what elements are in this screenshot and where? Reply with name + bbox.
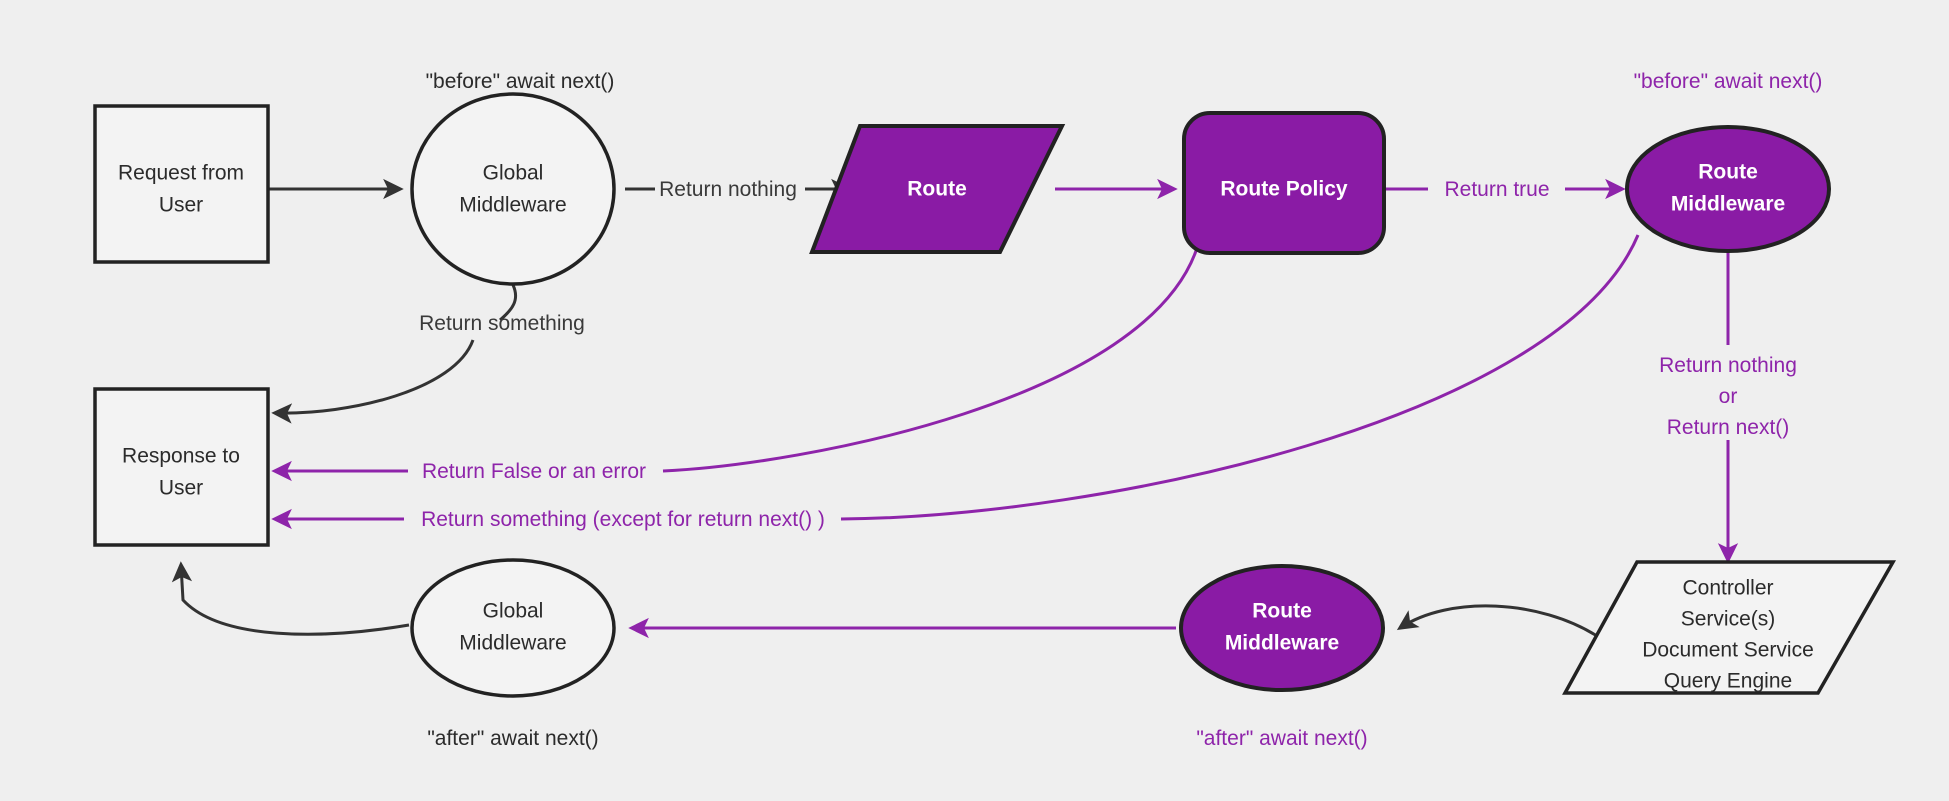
edge-return-something-to-response (271, 339, 475, 424)
node-route-middleware-bottom-label-line1: Route (1252, 600, 1312, 623)
node-controller-label-line4: Query Engine (1664, 670, 1792, 693)
edge-label-return-nothing-or-next-line2: or (1719, 385, 1738, 408)
edge-controller-to-route-middleware-bottom (1396, 604, 1598, 638)
node-route-middleware-bottom[interactable]: Route Middleware (1179, 564, 1385, 692)
node-request-label-line1: Request from (118, 162, 244, 185)
annotation-after-await-next-route: "after" await next() (1196, 727, 1367, 750)
node-global-middleware-top-label-line1: Global (483, 162, 544, 185)
edge-global-middleware-bottom-to-response (171, 561, 410, 636)
edge-label-return-true: Return true (1444, 178, 1549, 201)
node-global-middleware-bottom-label-line2: Middleware (459, 632, 566, 655)
edge-label-return-something-except: Return something (except for return next… (421, 508, 825, 531)
node-controller-label-line1: Controller (1682, 577, 1773, 600)
node-request-label-line2: User (159, 194, 203, 217)
node-route-middleware-top-label-line1: Route (1698, 161, 1758, 184)
node-global-middleware-bottom[interactable]: Global Middleware (410, 558, 616, 698)
edge-return-something-except-curve (840, 234, 1640, 521)
node-route-label: Route (907, 178, 967, 201)
node-route-policy[interactable]: Route Policy (1182, 111, 1386, 255)
edge-return-false-curve (662, 244, 1200, 473)
node-route-middleware-top[interactable]: Route Middleware (1625, 125, 1831, 253)
node-route-middleware-top-label-line2: Middleware (1671, 193, 1785, 216)
edge-label-return-nothing-or-next-line1: Return nothing (1659, 354, 1797, 377)
node-route[interactable]: Route (809, 124, 1066, 254)
node-global-middleware-bottom-label-line1: Global (483, 600, 544, 623)
edge-label-return-false-or-error: Return False or an error (422, 460, 646, 483)
node-response-to-user[interactable]: Response to User (93, 387, 270, 547)
node-controller-label-line3: Document Service (1642, 639, 1814, 662)
edge-label-return-nothing-or-next-line3: Return next() (1667, 416, 1790, 439)
node-route-middleware-bottom-label-line2: Middleware (1225, 632, 1339, 655)
node-controller[interactable]: Controller Service(s) Document Service Q… (1562, 560, 1897, 695)
node-response-label-line1: Response to (122, 445, 240, 468)
node-request-from-user[interactable]: Request from User (93, 104, 270, 264)
annotation-before-await-next-global: "before" await next() (426, 70, 615, 93)
node-global-middleware-top-label-line2: Middleware (459, 194, 566, 217)
edge-return-something-upper (499, 284, 518, 322)
node-controller-label-line2: Service(s) (1681, 608, 1776, 631)
node-response-label-line2: User (159, 477, 203, 500)
node-route-policy-label: Route Policy (1220, 178, 1348, 201)
annotation-before-await-next-route: "before" await next() (1634, 70, 1823, 93)
edge-label-return-nothing: Return nothing (659, 178, 797, 201)
edge-label-return-something: Return something (419, 312, 585, 335)
annotation-after-await-next-global: "after" await next() (427, 727, 598, 750)
node-global-middleware-top[interactable]: Global Middleware (410, 92, 616, 286)
